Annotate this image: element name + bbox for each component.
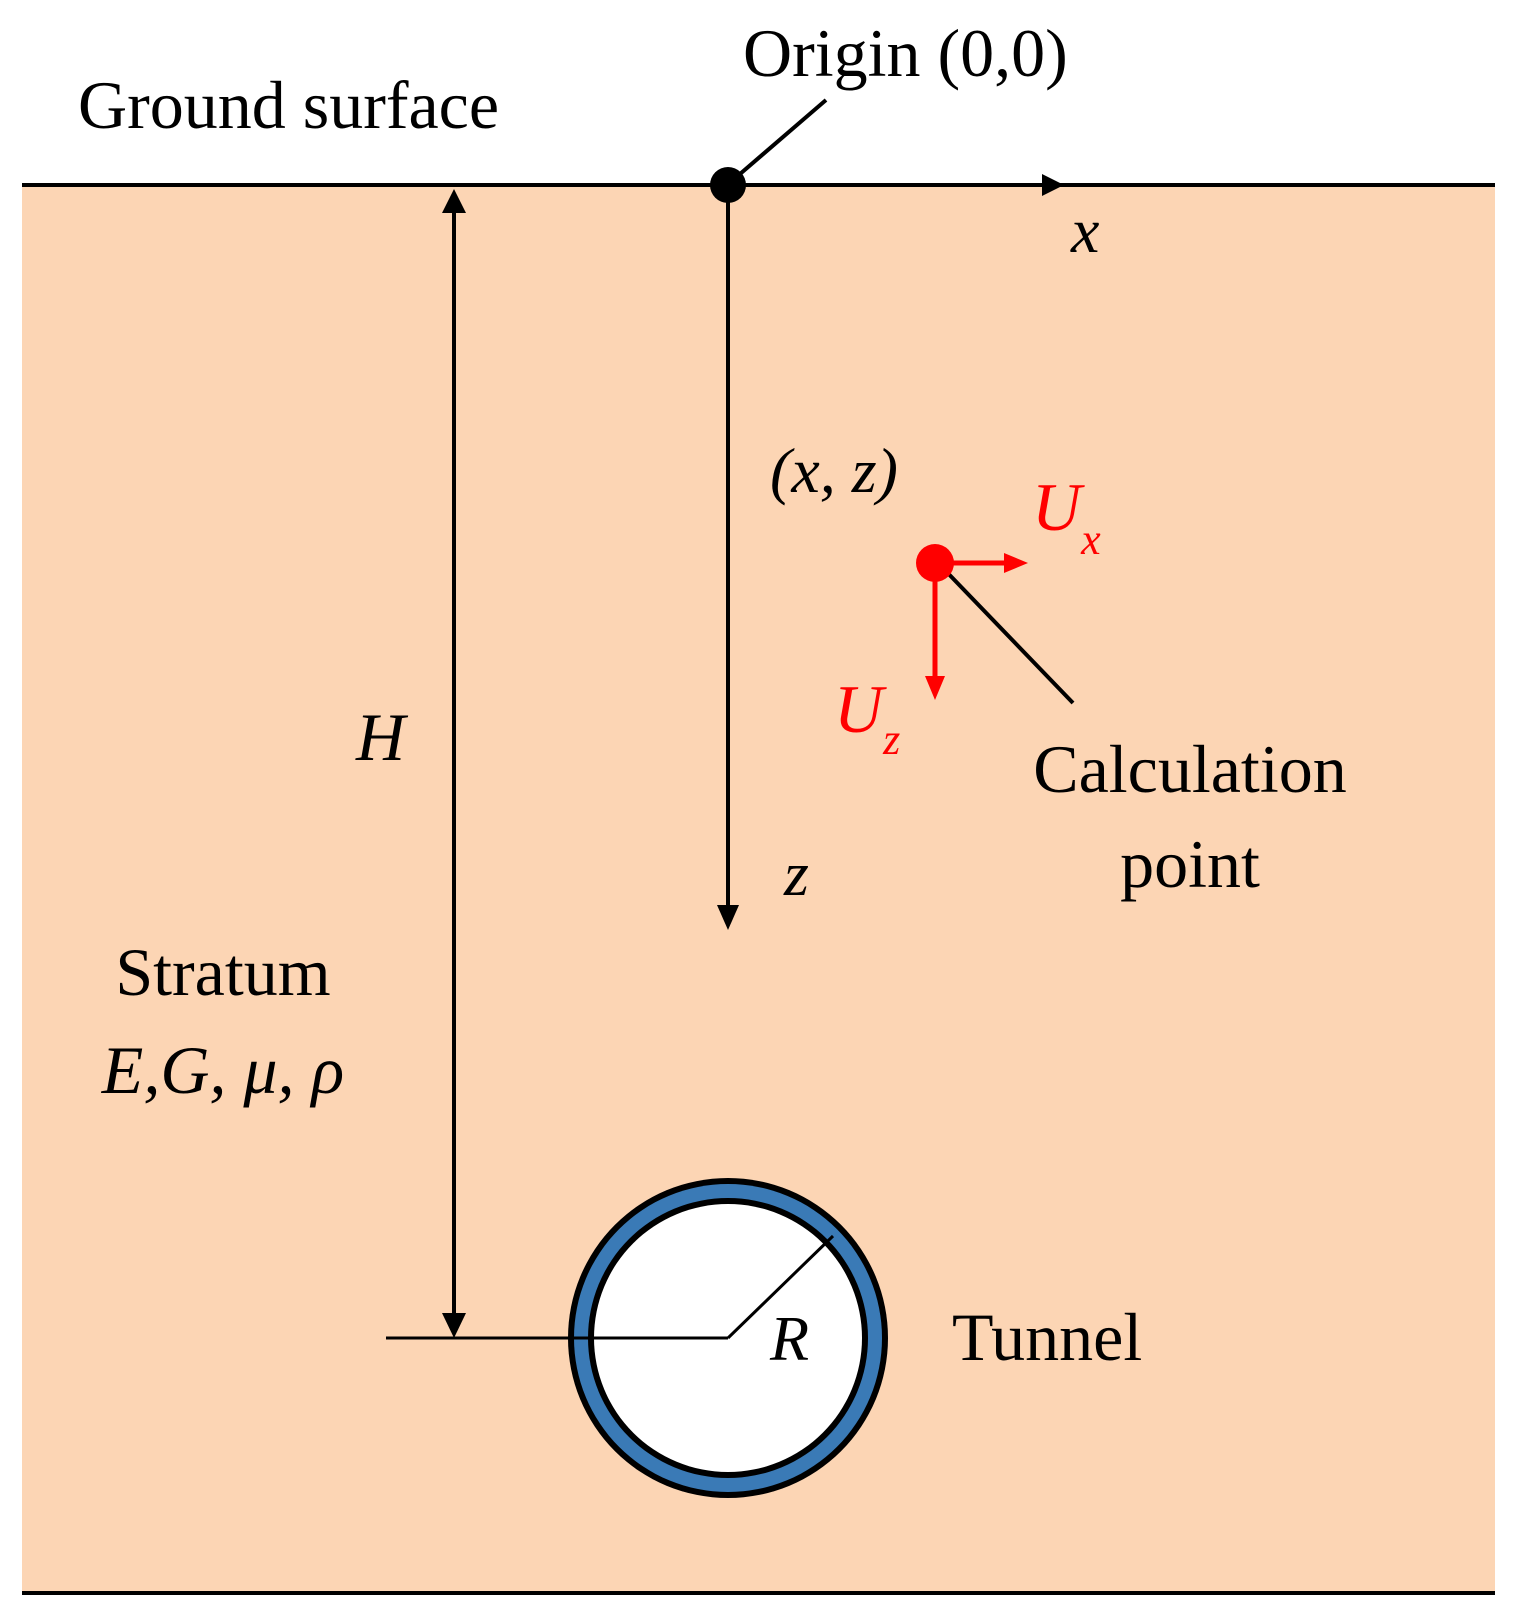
point-coordinates-label: (x, z) [770,435,898,506]
stratum-label: Stratum [115,934,330,1010]
z-axis-label: z [783,838,809,909]
tunnel-label: Tunnel [952,1299,1142,1375]
origin-label: Origin (0,0) [743,15,1068,91]
calculation-point-label-line1: Calculation [1033,731,1346,807]
uz-arrowhead [925,676,945,700]
radius-line [726,1234,835,1340]
ux-arrowhead [1004,553,1028,573]
origin-leader-line [731,98,828,182]
depth-arrowhead-bottom [442,1313,466,1338]
depth-arrowhead-top [442,189,466,213]
calculation-point-leader [938,563,1075,705]
depth-label: H [355,699,409,775]
ground-surface-label: Ground surface [78,67,499,143]
ux-label: Ux [1032,469,1101,564]
x-axis-arrowhead [1042,174,1064,196]
calculation-point-dot [916,544,954,582]
x-axis-label: x [1070,195,1099,266]
stratum-parameters-label: E,G, μ, ρ [101,1032,344,1108]
z-axis-arrowhead [717,905,739,930]
uz-label: Uz [834,671,900,764]
calculation-point-label-line2: point [1120,826,1260,902]
radius-label: R [769,1303,809,1374]
